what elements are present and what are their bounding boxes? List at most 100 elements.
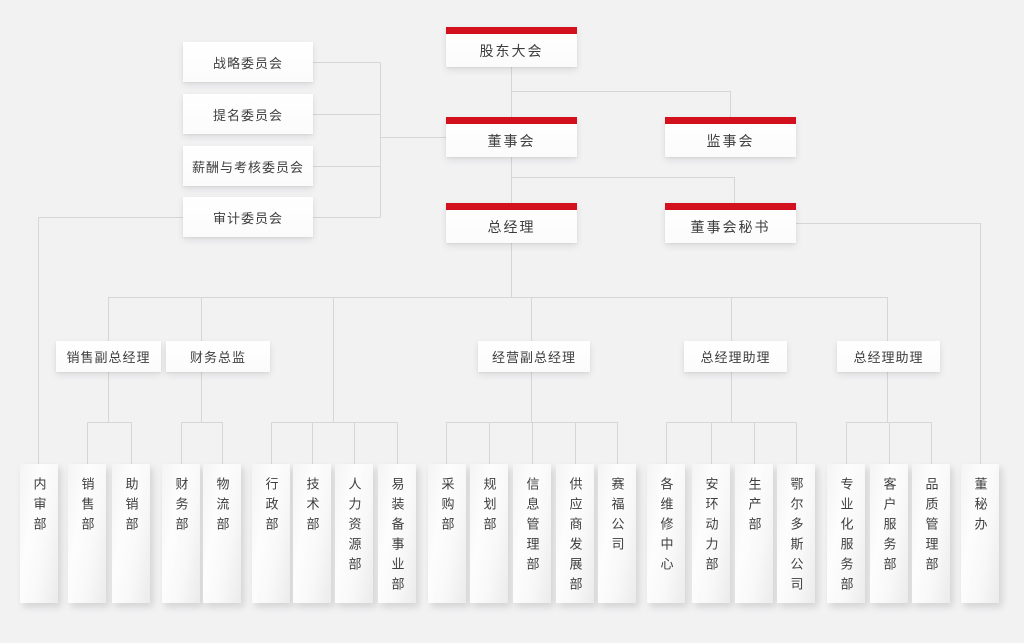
dept-information-management: 信息管理部 [513, 464, 551, 603]
connector-line [889, 422, 890, 464]
dept-label: 物流部 [214, 477, 230, 537]
manager-operations-deputy-gm: 经营副总经理 [478, 341, 590, 372]
dept-label: 董秘办 [972, 477, 988, 537]
dept-label: 专业化服务部 [838, 477, 854, 597]
dept-production: 生产部 [735, 464, 773, 603]
connector-line [575, 422, 576, 464]
dept-label: 助销部 [123, 477, 139, 537]
connector-line [511, 177, 735, 178]
dept-maintenance-centers: 各维修中心 [647, 464, 685, 603]
connector-line [313, 217, 381, 218]
dept-label: 易装备事业部 [389, 477, 405, 597]
dept-label: 安环动力部 [703, 477, 719, 577]
connector-line [980, 223, 981, 464]
dept-customer-service: 客户服务部 [870, 464, 908, 603]
dept-quality-management: 品质管理部 [912, 464, 950, 603]
connector-line [181, 422, 182, 464]
node-board-of-directors: 董事会 [446, 117, 577, 157]
connector-line [313, 114, 381, 115]
dept-supplier-development: 供应商发展部 [556, 464, 594, 603]
dept-label: 行政部 [263, 477, 279, 537]
connector-line [666, 422, 797, 423]
dept-label: 技术部 [304, 477, 320, 537]
manager-sales-deputy-gm: 销售副总经理 [56, 341, 161, 372]
dept-label: 各维修中心 [658, 477, 674, 577]
node-supervisory-board: 监事会 [665, 117, 796, 157]
dept-ordos-company: 鄂尔多斯公司 [777, 464, 815, 603]
dept-label: 品质管理部 [923, 477, 939, 577]
connector-line [38, 217, 184, 218]
connector-line [617, 422, 618, 464]
dept-human-resources: 人力资源部 [335, 464, 373, 603]
dept-technology: 技术部 [293, 464, 331, 603]
connector-line [511, 67, 512, 117]
connector-line [313, 62, 381, 63]
dept-yi-equipment-division: 易装备事业部 [378, 464, 416, 603]
dept-label: 信息管理部 [524, 477, 540, 577]
connector-line [754, 422, 755, 464]
connector-line [711, 422, 712, 464]
dept-logistics: 物流部 [203, 464, 241, 603]
dept-label: 供应商发展部 [567, 477, 583, 597]
committee-strategy: 战略委员会 [183, 42, 313, 82]
committee-audit: 审计委员会 [183, 197, 313, 237]
connector-line [846, 422, 932, 423]
connector-line [511, 91, 731, 92]
connector-line [87, 422, 88, 464]
dept-internal-audit: 内审部 [20, 464, 58, 603]
dept-label: 销售部 [79, 477, 95, 537]
dept-sales-support: 助销部 [112, 464, 150, 603]
connector-line [796, 422, 797, 464]
connector-line [222, 422, 223, 464]
manager-gm-assistant-2: 总经理助理 [837, 341, 940, 372]
connector-line [333, 297, 334, 422]
connector-line [846, 422, 847, 464]
connector-line [397, 422, 398, 464]
manager-finance-director: 财务总监 [166, 341, 270, 372]
connector-line [380, 137, 447, 138]
connector-line [489, 422, 490, 464]
connector-line [354, 422, 355, 464]
dept-safety-environment-power: 安环动力部 [692, 464, 730, 603]
dept-label: 生产部 [746, 477, 762, 537]
connector-line [734, 177, 735, 203]
connector-line [532, 422, 533, 464]
dept-sales: 销售部 [68, 464, 106, 603]
connector-line [511, 243, 512, 297]
dept-label: 采购部 [439, 477, 455, 537]
connector-line [931, 422, 932, 464]
dept-finance: 财务部 [162, 464, 200, 603]
dept-administration: 行政部 [252, 464, 290, 603]
committee-remuneration-appraisal: 薪酬与考核委员会 [183, 146, 313, 186]
dept-planning: 规划部 [470, 464, 508, 603]
dept-label: 鄂尔多斯公司 [788, 477, 804, 597]
manager-gm-assistant-1: 总经理助理 [684, 341, 787, 372]
connector-line [730, 91, 731, 117]
node-board-secretary: 董事会秘书 [665, 203, 796, 243]
committee-nomination: 提名委员会 [183, 94, 313, 134]
connector-line [271, 422, 272, 464]
dept-label: 客户服务部 [881, 477, 897, 577]
connector-line [313, 166, 381, 167]
dept-saifu-company: 赛福公司 [598, 464, 636, 603]
connector-line [511, 156, 512, 203]
dept-label: 财务部 [173, 477, 189, 537]
dept-board-secretary-office: 董秘办 [961, 464, 999, 603]
connector-line [108, 297, 888, 298]
dept-label: 人力资源部 [346, 477, 362, 577]
dept-purchasing: 采购部 [428, 464, 466, 603]
connector-line [796, 223, 981, 224]
dept-label: 内审部 [31, 477, 47, 537]
connector-line [312, 422, 313, 464]
connector-line [181, 422, 223, 423]
connector-line [271, 422, 398, 423]
dept-label: 规划部 [481, 477, 497, 537]
dept-specialized-service: 专业化服务部 [827, 464, 865, 603]
connector-line [380, 62, 381, 217]
connector-line [666, 422, 667, 464]
connector-line [38, 217, 39, 464]
connector-line [446, 422, 447, 464]
dept-label: 赛福公司 [609, 477, 625, 557]
connector-line [446, 422, 618, 423]
